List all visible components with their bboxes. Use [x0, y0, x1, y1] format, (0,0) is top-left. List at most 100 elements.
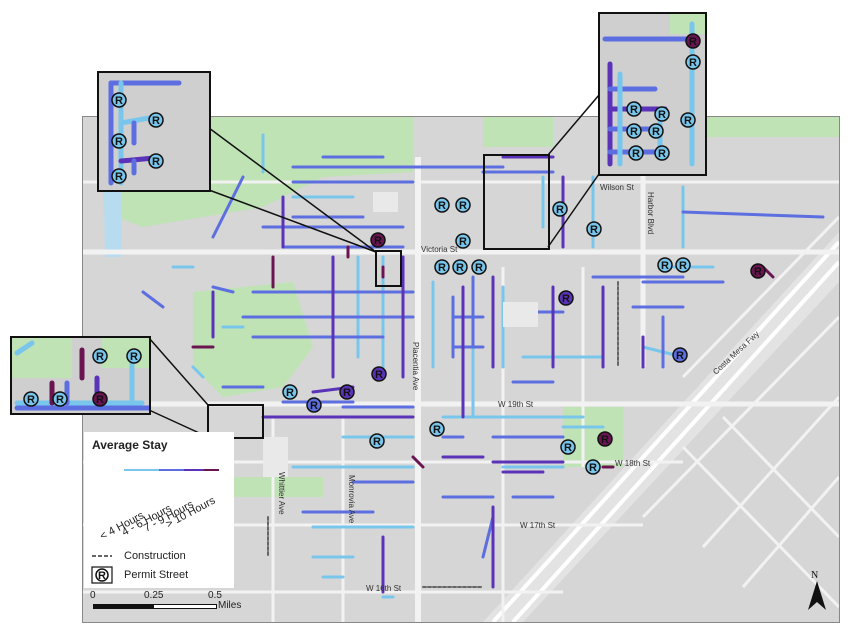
- segments-construction: [267, 281, 619, 588]
- permit-street-marker[interactable]: R: [455, 233, 471, 249]
- permit-street-marker[interactable]: R: [434, 197, 450, 213]
- label-w18th: W 18th St: [615, 459, 651, 468]
- svg-text:R: R: [630, 104, 638, 116]
- lot-blocks: [263, 192, 538, 477]
- scale-tick-025: 0.25: [144, 590, 164, 601]
- svg-text:R: R: [98, 570, 106, 582]
- permit-street-marker[interactable]: R: [370, 232, 386, 248]
- svg-text:R: R: [689, 36, 697, 48]
- permit-street-marker[interactable]: R: [455, 197, 471, 213]
- svg-text:R: R: [152, 156, 160, 168]
- permit-street-marker[interactable]: R: [672, 347, 688, 363]
- permit-street-marker[interactable]: R: [675, 257, 691, 273]
- svg-text:R: R: [456, 262, 464, 274]
- svg-text:R: R: [652, 126, 660, 138]
- permit-street-marker[interactable]: R: [429, 421, 445, 437]
- svg-text:R: R: [115, 171, 123, 183]
- scale-bar: 0 0.25 0.5 Miles: [90, 590, 250, 616]
- legend-swatches: [124, 469, 219, 471]
- svg-text:R: R: [374, 235, 382, 247]
- permit-street-marker[interactable]: R: [680, 112, 696, 128]
- inset-map-south[interactable]: R R R R R: [10, 336, 151, 415]
- permit-street-marker[interactable]: R: [111, 133, 127, 149]
- permit-street-marker[interactable]: R: [471, 259, 487, 275]
- permit-markers: R R R R R R R R R R R R R R R R R R R R …: [282, 197, 766, 475]
- permit-street-marker[interactable]: R: [586, 221, 602, 237]
- svg-text:R: R: [96, 351, 104, 363]
- permit-street-marker[interactable]: R: [282, 384, 298, 400]
- permit-street-marker[interactable]: R: [452, 259, 468, 275]
- label-wilson: Wilson St: [600, 183, 635, 192]
- permit-street-marker[interactable]: R: [23, 391, 39, 407]
- permit-street-marker[interactable]: R: [654, 106, 670, 122]
- label-w17th: W 17th St: [520, 521, 556, 530]
- svg-text:R: R: [115, 136, 123, 148]
- svg-text:R: R: [564, 442, 572, 454]
- north-arrow: N: [800, 568, 834, 614]
- svg-text:R: R: [343, 387, 351, 399]
- permit-street-marker[interactable]: R: [148, 112, 164, 128]
- svg-text:R: R: [459, 236, 467, 248]
- permit-street-marker[interactable]: R: [626, 123, 642, 139]
- permit-street-marker[interactable]: R: [626, 101, 642, 117]
- legend-construction-label: Construction: [124, 550, 186, 562]
- label-victoria: Victoria St: [421, 245, 458, 254]
- svg-text:R: R: [56, 394, 64, 406]
- permit-street-marker[interactable]: R: [52, 391, 68, 407]
- permit-street-marker[interactable]: R: [597, 431, 613, 447]
- svg-text:R: R: [658, 109, 666, 121]
- permit-street-marker[interactable]: R: [648, 123, 664, 139]
- svg-text:R: R: [754, 266, 762, 278]
- permit-street-marker[interactable]: R: [685, 54, 701, 70]
- inset-map-east[interactable]: R R R R R R R R R: [598, 12, 707, 176]
- scale-tick-0: 0: [90, 590, 96, 601]
- label-monrovia: Monrovia Ave: [347, 475, 356, 524]
- permit-street-marker[interactable]: R: [126, 348, 142, 364]
- permit-street-marker[interactable]: R: [685, 33, 701, 49]
- permit-street-marker[interactable]: R: [552, 201, 568, 217]
- svg-text:R: R: [632, 148, 640, 160]
- permit-street-marker[interactable]: R: [560, 439, 576, 455]
- svg-text:R: R: [152, 115, 160, 127]
- inset-map-west[interactable]: R R R R R: [97, 71, 211, 192]
- svg-text:R: R: [676, 350, 684, 362]
- permit-street-marker[interactable]: R: [657, 257, 673, 273]
- scale-segment-1: [93, 604, 153, 609]
- map-legend: Average Stay < 4 Hours 4 - 6 Hours 7 - 9…: [84, 432, 234, 588]
- permit-street-marker[interactable]: R: [92, 391, 108, 407]
- svg-text:R: R: [589, 462, 597, 474]
- permit-street-marker[interactable]: R: [111, 168, 127, 184]
- svg-text:N: N: [811, 570, 818, 581]
- permit-street-marker[interactable]: R: [434, 259, 450, 275]
- locator-box-west: [375, 250, 402, 287]
- permit-street-marker[interactable]: R: [148, 153, 164, 169]
- svg-text:R: R: [115, 95, 123, 107]
- svg-text:R: R: [96, 394, 104, 406]
- legend-symbols: R: [91, 555, 113, 584]
- label-w19th: W 19th St: [498, 400, 534, 409]
- freeway: [483, 232, 839, 622]
- svg-text:R: R: [373, 436, 381, 448]
- svg-text:R: R: [27, 394, 35, 406]
- permit-street-marker[interactable]: R: [585, 459, 601, 475]
- legend-title: Average Stay: [92, 438, 168, 452]
- svg-text:R: R: [475, 262, 483, 274]
- svg-text:R: R: [310, 400, 318, 412]
- segments-4-6h: [141, 155, 825, 559]
- svg-text:R: R: [375, 369, 383, 381]
- permit-street-marker[interactable]: R: [558, 290, 574, 306]
- scale-segment-2: [153, 604, 217, 609]
- svg-text:R: R: [679, 260, 687, 272]
- permit-street-marker[interactable]: R: [371, 366, 387, 382]
- permit-street-marker[interactable]: R: [339, 384, 355, 400]
- label-w16th: W 16th St: [366, 584, 402, 593]
- permit-street-marker[interactable]: R: [111, 92, 127, 108]
- permit-street-marker[interactable]: R: [750, 263, 766, 279]
- svg-text:R: R: [438, 200, 446, 212]
- permit-street-marker[interactable]: R: [306, 397, 322, 413]
- permit-street-marker[interactable]: R: [654, 145, 670, 161]
- scale-unit: Miles: [218, 600, 242, 611]
- permit-street-marker[interactable]: R: [369, 433, 385, 449]
- permit-street-marker[interactable]: R: [92, 348, 108, 364]
- permit-street-marker[interactable]: R: [628, 145, 644, 161]
